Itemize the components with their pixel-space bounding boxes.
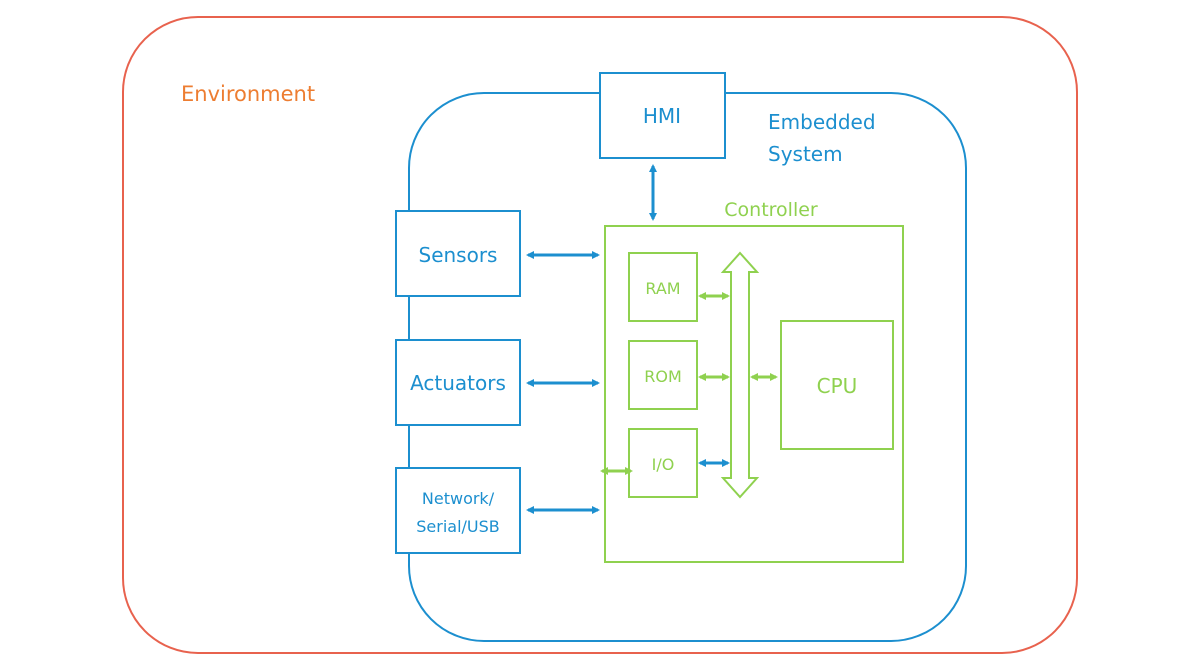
rom-box: [628, 340, 698, 410]
hmi-label: HMI: [643, 104, 681, 128]
sensors-label: Sensors: [419, 243, 498, 267]
cpu-box: [780, 320, 894, 450]
embedded-system-label-line1: Embedded: [768, 110, 876, 134]
cpu-label: CPU: [817, 374, 858, 398]
environment-label: Environment: [181, 82, 315, 106]
io-label: I/O: [652, 455, 675, 474]
ram-label: RAM: [645, 279, 680, 298]
ram-box: [628, 252, 698, 322]
network-label-line1: Network/: [422, 489, 495, 508]
environment-boundary: [122, 16, 1078, 654]
network-box: [395, 467, 521, 554]
hmi-box: [599, 72, 726, 159]
rom-label: ROM: [644, 367, 682, 386]
actuators-box: [395, 339, 521, 426]
controller-box: [604, 225, 904, 563]
controller-label: Controller: [724, 199, 818, 221]
network-label-line2: Serial/USB: [416, 517, 500, 536]
actuators-label: Actuators: [410, 371, 506, 395]
sensors-box: [395, 210, 521, 297]
io-box: [628, 428, 698, 498]
embedded-system-label-line2: System: [768, 142, 843, 166]
internal-bus-arrow: [720, 251, 760, 499]
